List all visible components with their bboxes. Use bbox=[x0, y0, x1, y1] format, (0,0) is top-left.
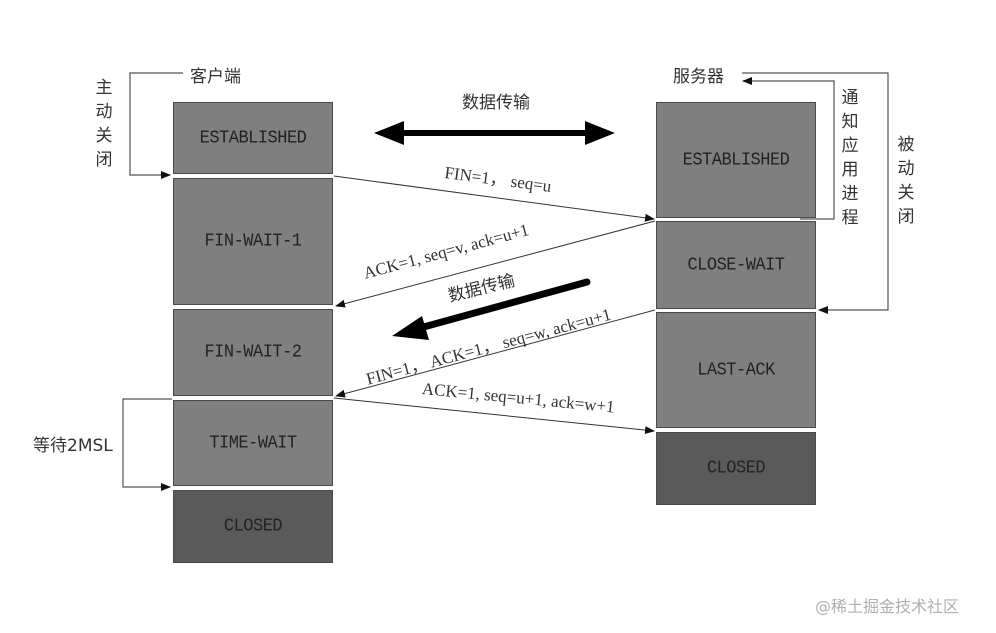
client-state-closed: CLOSED bbox=[173, 490, 333, 563]
state-label: ESTABLISHED bbox=[682, 149, 790, 171]
client-state-established: ESTABLISHED bbox=[173, 102, 333, 174]
data-transfer-label: 数据传输 bbox=[462, 93, 530, 113]
server-state-established: ESTABLISHED bbox=[656, 102, 816, 218]
msg-line-fin-ack-w bbox=[335, 309, 656, 398]
state-label: CLOSED bbox=[223, 516, 283, 537]
wait-2msl-bracket bbox=[122, 398, 172, 491]
passive-close-label: 被动关闭 bbox=[897, 135, 915, 227]
active-close-label: 主动关闭 bbox=[95, 78, 113, 170]
state-label: CLOSED bbox=[706, 458, 766, 479]
state-label: FIN-WAIT-2 bbox=[204, 342, 302, 363]
server-state-close-wait: CLOSE-WAIT bbox=[656, 221, 816, 309]
state-label: ESTABLISHED bbox=[199, 127, 307, 149]
client-title: 客户端 bbox=[190, 67, 241, 87]
server-state-closed: CLOSED bbox=[656, 432, 816, 505]
server-state-last-ack: LAST-ACK bbox=[656, 312, 816, 428]
state-label: CLOSE-WAIT bbox=[687, 254, 785, 276]
server-title: 服务器 bbox=[673, 67, 724, 87]
passive-close-bracket bbox=[742, 72, 889, 314]
notify-app-label: 通知应用进程 bbox=[841, 88, 859, 228]
msg-line-ack-v bbox=[335, 220, 656, 308]
msg-line-fin-u bbox=[333, 175, 655, 222]
active-close-bracket bbox=[129, 72, 183, 179]
notify-app-bracket bbox=[742, 77, 835, 220]
wait-2msl-label: 等待2MSL bbox=[33, 436, 113, 456]
client-state-fin-wait-2: FIN-WAIT-2 bbox=[173, 309, 333, 396]
client-state-time-wait: TIME-WAIT bbox=[173, 400, 333, 486]
server-to-client-data-arrow bbox=[392, 278, 591, 340]
state-label: LAST-ACK bbox=[697, 359, 775, 381]
client-state-fin-wait-1: FIN-WAIT-1 bbox=[173, 178, 333, 305]
msg-line-ack-final bbox=[333, 397, 655, 435]
bidirectional-data-arrow bbox=[374, 121, 615, 145]
state-label: TIME-WAIT bbox=[209, 432, 297, 454]
watermark: @稀土掘金技术社区 bbox=[815, 597, 960, 616]
state-label: FIN-WAIT-1 bbox=[204, 231, 302, 252]
